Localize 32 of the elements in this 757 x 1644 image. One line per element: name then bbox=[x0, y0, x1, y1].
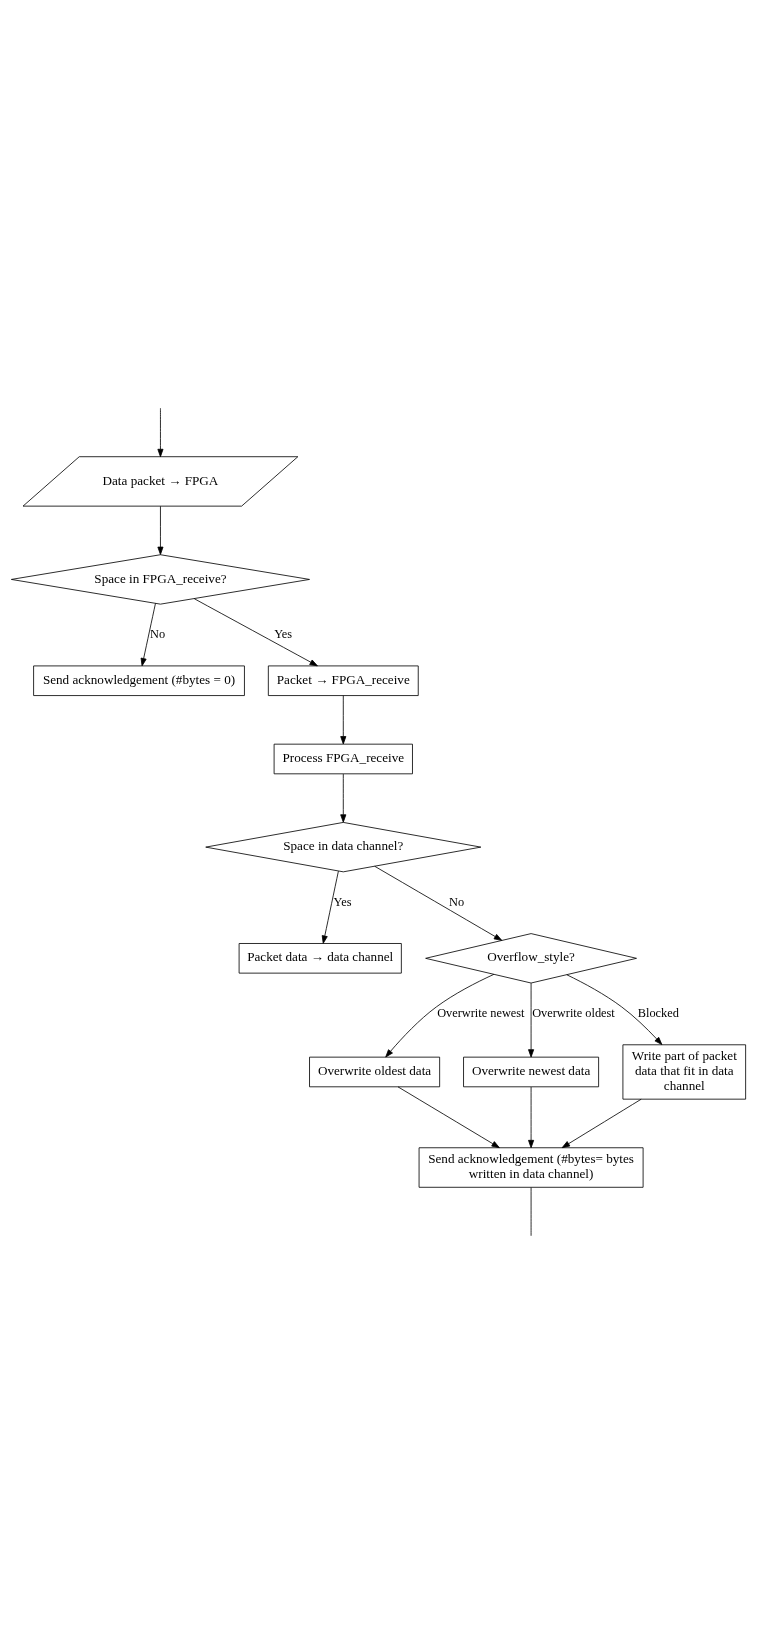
arrow bbox=[321, 870, 339, 944]
edge-label: Yes bbox=[274, 626, 293, 641]
edge-label: Overwrite oldest bbox=[532, 1005, 615, 1020]
node-box: Packet data → data channel bbox=[238, 943, 402, 974]
node-box: Write part of packet data that fit in data channel bbox=[622, 1044, 747, 1100]
arrow bbox=[340, 695, 347, 745]
arrow bbox=[157, 407, 164, 458]
arrow bbox=[397, 1086, 500, 1149]
arrow bbox=[193, 598, 318, 667]
arrow bbox=[566, 974, 663, 1045]
node-box: Process FPGA_receive bbox=[273, 743, 413, 775]
edge-label: Blocked bbox=[637, 1005, 679, 1020]
arrow bbox=[157, 505, 164, 555]
node-diamond: Space in FPGA_receive? bbox=[10, 554, 310, 605]
node-diamond: Space in data channel? bbox=[205, 822, 482, 873]
node-box: Packet → FPGA_receive bbox=[267, 665, 419, 696]
node-box: Send acknowledgement (#bytes= bytes written in data channel) bbox=[418, 1147, 644, 1188]
arrow bbox=[340, 773, 347, 823]
connector bbox=[530, 1187, 532, 1237]
node-box: Send acknowledgement (#bytes = 0) bbox=[33, 665, 245, 696]
arrow bbox=[528, 982, 535, 1058]
arrow bbox=[140, 602, 156, 667]
arrow bbox=[374, 865, 503, 941]
arrow bbox=[385, 973, 495, 1058]
edge-label: Overwrite newest bbox=[437, 1005, 525, 1020]
arrow bbox=[528, 1086, 535, 1149]
node-box: Overwrite oldest data bbox=[309, 1056, 441, 1088]
edge-label: No bbox=[448, 894, 465, 909]
arrow bbox=[561, 1098, 642, 1149]
edge-label: Yes bbox=[333, 894, 352, 909]
edge-label: No bbox=[150, 626, 166, 641]
node-box: Overwrite newest data bbox=[463, 1056, 600, 1088]
